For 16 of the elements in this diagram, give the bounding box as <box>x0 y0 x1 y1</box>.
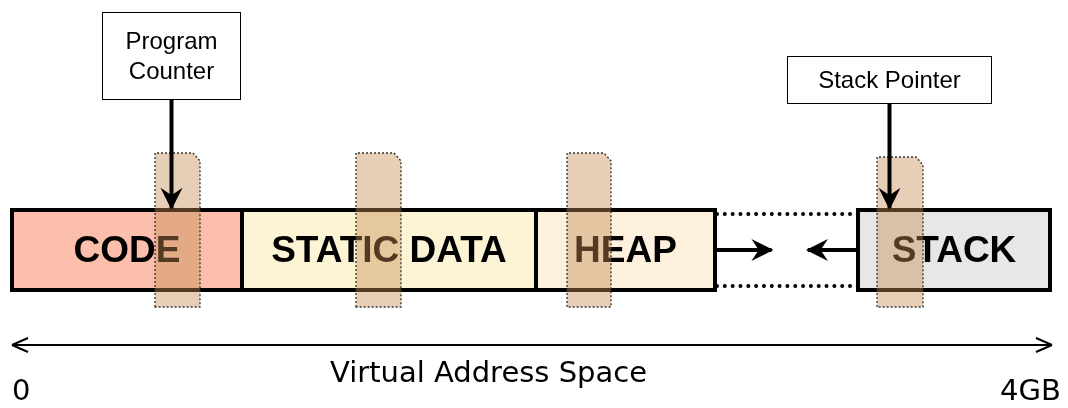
segment-label: STATIC DATA <box>271 229 507 271</box>
segment-label: Stack Pointer <box>818 65 961 95</box>
arrow <box>160 100 183 210</box>
segment-label: STACK <box>891 229 1017 271</box>
axis-tick-label: 4GB <box>1000 373 1061 407</box>
arrow <box>717 239 774 261</box>
axis-tick-label: 0 <box>12 373 31 407</box>
segment-label: HEAP <box>574 229 677 271</box>
arrow <box>878 104 901 210</box>
segment-label: CODE <box>73 229 181 271</box>
axis-label: Virtual Address Space <box>330 355 648 389</box>
segment-label: Program Counter <box>124 26 219 86</box>
callout-box <box>102 12 241 100</box>
callout-box <box>787 56 992 104</box>
arrow <box>805 239 856 261</box>
memory-segment <box>856 208 1052 292</box>
